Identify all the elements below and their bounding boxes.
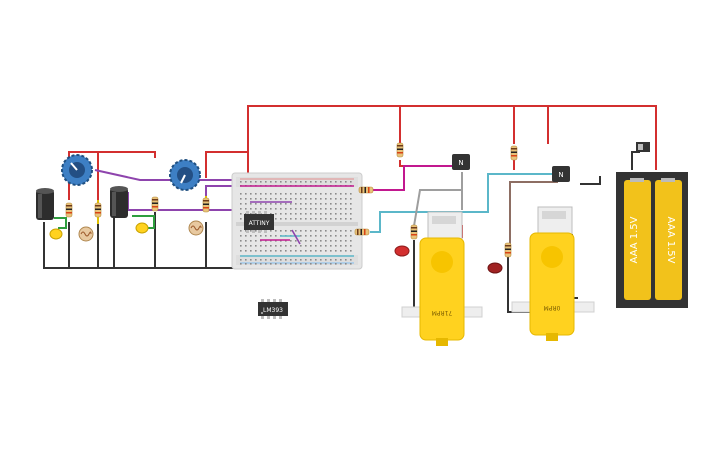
resistor[interactable] (510, 145, 518, 161)
capacitor-left[interactable] (36, 188, 54, 220)
wires-grey[interactable] (413, 172, 463, 227)
resistor[interactable] (151, 196, 159, 212)
resistor[interactable] (410, 224, 418, 240)
wires-red[interactable] (68, 105, 657, 238)
photoresistor-right[interactable] (188, 220, 204, 236)
wires-magenta[interactable] (370, 165, 452, 191)
battery-pack[interactable]: AAA 1.5V AAA 1.5V (616, 172, 688, 308)
lm393-chip[interactable]: LM393 (258, 299, 288, 319)
resistor[interactable] (396, 142, 404, 158)
yellow-led-left[interactable] (49, 228, 63, 240)
red-led-right[interactable] (487, 262, 503, 274)
resistor[interactable] (354, 228, 370, 236)
resistor[interactable] (202, 197, 210, 213)
resistor[interactable] (358, 186, 374, 194)
battery-cell-2-label: AAA 1.5V (665, 216, 676, 263)
photoresistor-left[interactable] (78, 226, 94, 242)
resistor[interactable] (94, 202, 102, 218)
wires-green[interactable] (54, 215, 155, 229)
resistor[interactable] (65, 202, 73, 218)
attiny-chip[interactable]: ATTINY (244, 211, 274, 233)
dc-motor-left[interactable]: 71RPM (401, 211, 483, 346)
transistor-right-label: N (558, 171, 563, 179)
capacitor-right[interactable] (110, 186, 128, 218)
yellow-led-right[interactable] (135, 222, 149, 234)
breadboard[interactable] (231, 172, 363, 270)
motor-left-rpm-label: 71RPM (432, 309, 453, 316)
attiny-label: ATTINY (249, 220, 270, 227)
potentiometer-left[interactable] (61, 154, 93, 186)
battery-cell-1-label: AAA 1.5V (629, 216, 640, 263)
resistor[interactable] (504, 242, 512, 258)
red-led-left[interactable] (394, 245, 410, 257)
dc-motor-right[interactable]: 0RPM (511, 206, 595, 341)
wires-brown[interactable] (509, 181, 558, 244)
transistor-left[interactable]: N (452, 154, 470, 170)
motor-right-rpm-label: 0RPM (544, 304, 561, 311)
resistors[interactable] (65, 142, 518, 258)
potentiometer-right[interactable] (169, 159, 201, 191)
transistor-left-label: N (458, 159, 463, 167)
transistor-right[interactable]: N (552, 166, 570, 182)
lm393-label: LM393 (263, 307, 283, 314)
slide-switch[interactable] (636, 142, 650, 152)
